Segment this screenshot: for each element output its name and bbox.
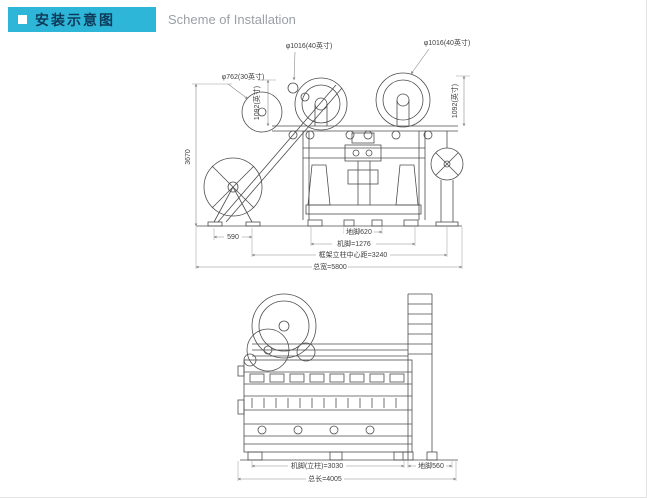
dim-total-height-label: 3670 bbox=[185, 149, 192, 165]
left-roll-wheel bbox=[203, 157, 263, 217]
side-view: 机脚(立柱)=3030 地脚560 总长=4005 bbox=[237, 293, 458, 483]
dim-total-length-label: 总长=4005 bbox=[308, 474, 342, 483]
front-view: φ1016(40英寸) φ1016(40英寸) φ762(30英寸) 1092(… bbox=[185, 38, 470, 271]
dim-foot-590-label: 590 bbox=[227, 234, 239, 241]
beam-disc-large bbox=[251, 293, 317, 359]
front-view-labels: φ1016(40英寸) φ1016(40英寸) φ762(30英寸) 1092(… bbox=[185, 38, 470, 271]
front-view-dimensions bbox=[192, 48, 470, 271]
beam-disc-small bbox=[246, 328, 290, 372]
dim-dia-beam-right-label: φ1016(40英寸) bbox=[424, 38, 471, 47]
title-bar: 安装示意图 bbox=[8, 7, 156, 32]
dim-dia-roll-label: φ762(30英寸) bbox=[222, 72, 265, 81]
side-view-dimensions bbox=[237, 461, 457, 483]
dim-beam-height-right-label: 1092(英寸) bbox=[450, 84, 459, 118]
page-header: 安装示意图 Scheme of Installation bbox=[8, 7, 638, 32]
dim-machine-feet-length-label: 机脚(立柱)=3030 bbox=[291, 461, 343, 470]
dim-beam-height-left-label: 1092(英寸) bbox=[252, 86, 261, 120]
dim-total-width-label: 总宽=5800 bbox=[313, 262, 347, 271]
side-view-machine bbox=[237, 293, 458, 461]
dim-anchor-620-label: 地脚620 bbox=[346, 227, 372, 236]
dim-column-distance-label: 框架立柱中心距=3240 bbox=[319, 250, 388, 259]
dim-anchor-560-label: 地脚560 bbox=[418, 461, 444, 470]
page-title-zh: 安装示意图 bbox=[35, 11, 115, 28]
warp-beam-left bbox=[294, 77, 348, 131]
warp-beam-right bbox=[375, 72, 431, 128]
page-title-en: Scheme of Installation bbox=[168, 12, 296, 27]
side-view-labels: 机脚(立柱)=3030 地脚560 总长=4005 bbox=[291, 461, 444, 483]
front-view-machine bbox=[196, 72, 464, 227]
square-bullet-icon bbox=[18, 15, 27, 24]
machine-body bbox=[243, 359, 413, 453]
dim-dia-beam-left-label: φ1016(40英寸) bbox=[286, 41, 333, 50]
dim-machine-feet-label: 机脚=1276 bbox=[337, 239, 371, 248]
roll-762 bbox=[241, 91, 283, 133]
